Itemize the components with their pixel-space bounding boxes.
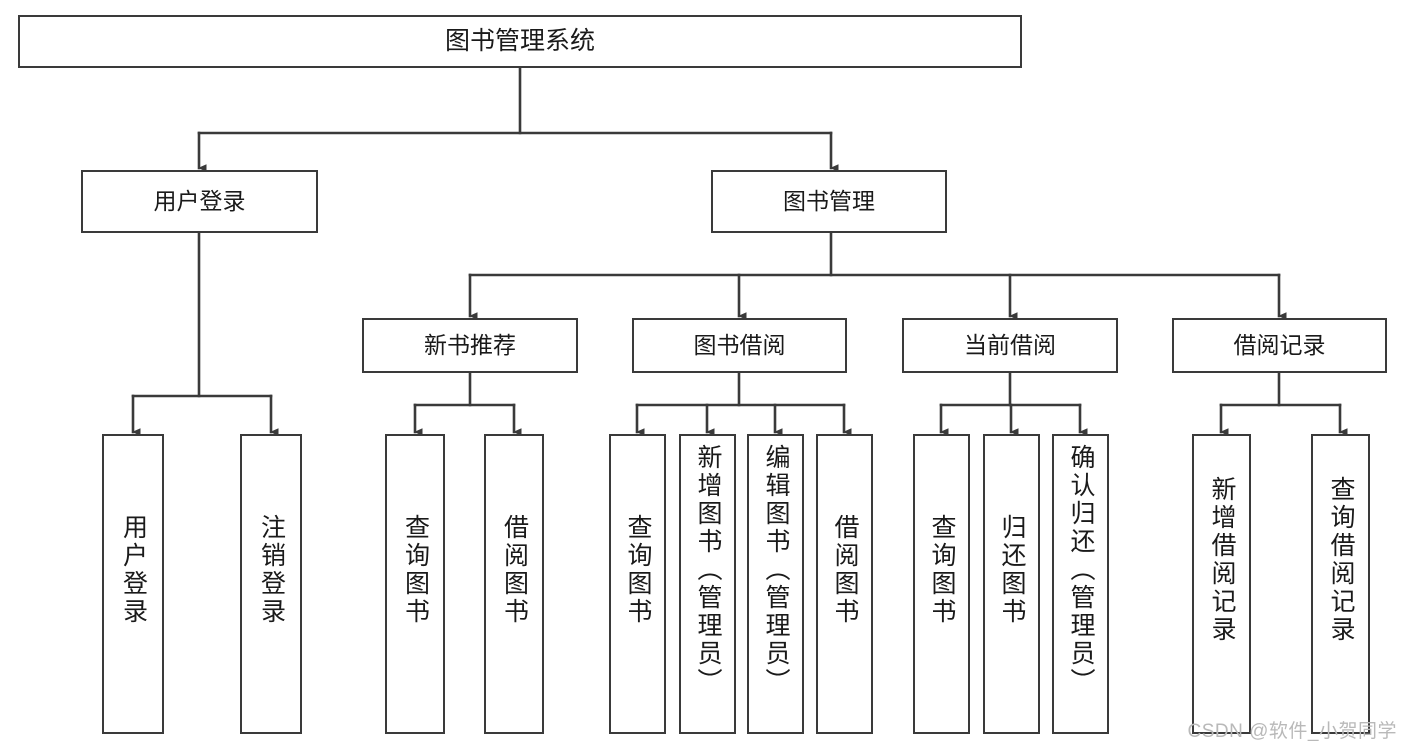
node-leaf-query-book-3[interactable]: 查询图书 (913, 434, 970, 734)
node-leaf-return-book[interactable]: 归还图书 (983, 434, 1040, 734)
node-new-book-rec-label: 新书推荐 (424, 331, 516, 358)
node-borrow-record[interactable]: 借阅记录 (1172, 318, 1387, 373)
node-leaf-return-book-label: 归还图书 (998, 514, 1026, 626)
node-book-manage[interactable]: 图书管理 (711, 170, 947, 233)
node-leaf-borrow-book-2[interactable]: 借阅图书 (816, 434, 873, 734)
node-leaf-add-book-label: 新增图书（管理员） (694, 444, 722, 696)
node-leaf-borrow-book-2-label: 借阅图书 (831, 514, 859, 626)
node-leaf-user-login-label: 用户登录 (119, 514, 148, 626)
node-book-borrow-label: 图书借阅 (693, 331, 786, 358)
node-leaf-add-record-label: 新增借阅记录 (1208, 476, 1236, 644)
node-book-manage-label: 图书管理 (783, 187, 875, 214)
node-user-login-label: 用户登录 (153, 187, 246, 214)
node-leaf-logout[interactable]: 注销登录 (240, 434, 302, 734)
node-leaf-query-book-3-label: 查询图书 (928, 514, 956, 626)
node-leaf-query-record-label: 查询借阅记录 (1327, 476, 1355, 644)
node-leaf-query-book-2-label: 查询图书 (624, 514, 652, 626)
node-leaf-confirm-return[interactable]: 确认归还（管理员） (1052, 434, 1109, 734)
node-leaf-edit-book[interactable]: 编辑图书（管理员） (747, 434, 804, 734)
node-leaf-add-book[interactable]: 新增图书（管理员） (679, 434, 736, 734)
node-leaf-query-book-1-label: 查询图书 (401, 514, 430, 626)
node-leaf-edit-book-label: 编辑图书（管理员） (762, 444, 790, 696)
node-book-borrow[interactable]: 图书借阅 (632, 318, 847, 373)
node-leaf-add-record[interactable]: 新增借阅记录 (1192, 434, 1251, 734)
node-root[interactable]: 图书管理系统 (18, 15, 1022, 68)
node-leaf-query-book-1[interactable]: 查询图书 (385, 434, 445, 734)
node-leaf-logout-label: 注销登录 (257, 514, 286, 626)
node-leaf-borrow-book-1-label: 借阅图书 (500, 514, 529, 626)
node-current-borrow[interactable]: 当前借阅 (902, 318, 1118, 373)
node-root-label: 图书管理系统 (444, 26, 595, 55)
csdn-watermark: CSDN @软件_小贺同学 (1187, 721, 1397, 742)
node-leaf-query-book-2[interactable]: 查询图书 (609, 434, 666, 734)
node-new-book-rec[interactable]: 新书推荐 (362, 318, 578, 373)
node-user-login[interactable]: 用户登录 (81, 170, 318, 233)
node-leaf-borrow-book-1[interactable]: 借阅图书 (484, 434, 544, 734)
node-current-borrow-label: 当前借阅 (964, 331, 1056, 358)
node-borrow-record-label: 借阅记录 (1233, 331, 1326, 358)
node-leaf-confirm-return-label: 确认归还（管理员） (1067, 444, 1095, 696)
node-leaf-query-record[interactable]: 查询借阅记录 (1311, 434, 1370, 734)
node-leaf-user-login[interactable]: 用户登录 (102, 434, 164, 734)
